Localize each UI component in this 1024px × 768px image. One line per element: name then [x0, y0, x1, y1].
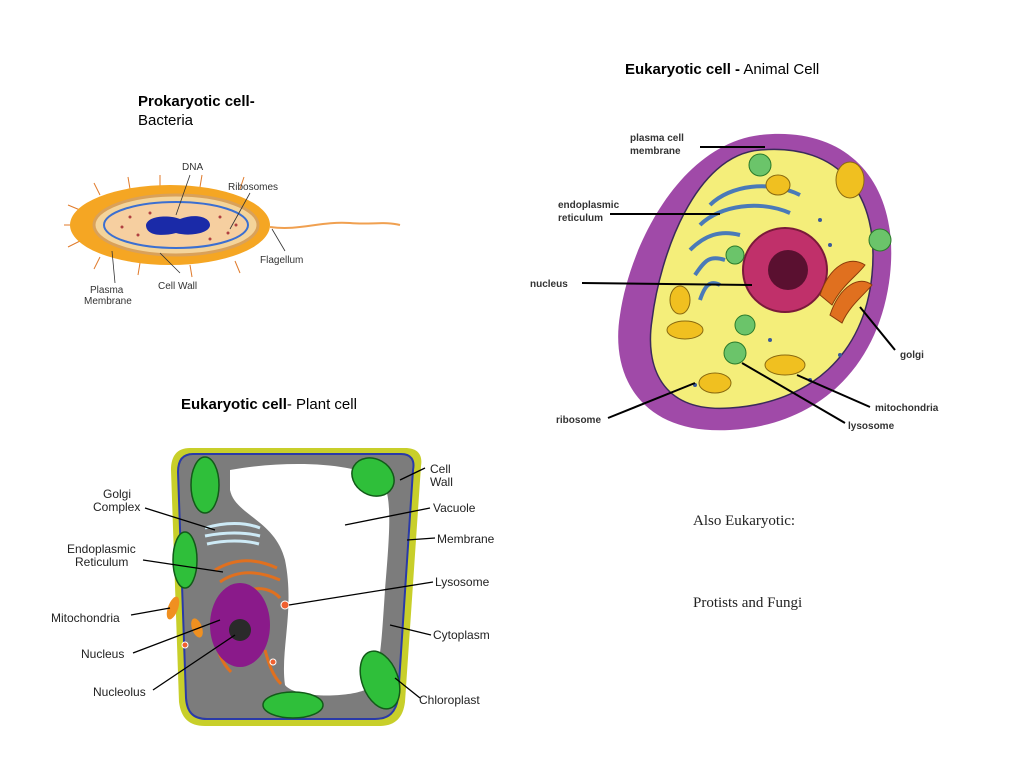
- label-plasma-membrane: membrane: [630, 146, 681, 157]
- plant-golgi: [204, 522, 261, 546]
- label-endoplasmic: Endoplasmic: [67, 542, 136, 556]
- label-cell-wall: Cell Wall: [158, 281, 197, 292]
- label-lysosome: lysosome: [848, 421, 895, 432]
- plant-vacuole: [230, 464, 390, 696]
- label-chloroplast: Chloroplast: [419, 693, 480, 707]
- plant-title: Eukaryotic cell- Plant cell: [181, 395, 357, 414]
- label-nucleus: nucleus: [530, 279, 568, 290]
- label-plasma: Plasma: [90, 285, 124, 296]
- prokaryote-title-rest: Bacteria: [138, 112, 194, 129]
- prokaryote-title: Prokaryotic cell- Bacteria: [138, 92, 255, 130]
- note-protists-fungi: Protists and Fungi: [693, 595, 803, 611]
- animal-title-rest: Animal Cell: [740, 61, 820, 78]
- label-wall: Wall: [430, 475, 453, 489]
- label-mitochondria: mitochondria: [875, 403, 939, 414]
- label-ribosomes: Ribosomes: [228, 182, 278, 193]
- label-membrane: Membrane: [84, 296, 132, 307]
- label-vacuole: Vacuole: [433, 501, 476, 515]
- animal-golgi: [819, 260, 873, 324]
- animal-lysosomes: [723, 153, 892, 365]
- animal-mitochondria: [666, 161, 865, 394]
- plant-title-rest: - Plant cell: [286, 396, 357, 413]
- label-cytoplasm: Cytoplasm: [433, 628, 490, 642]
- plant-cell-diagram: Cell Wall Vacuole Membrane Lysosome Cyto…: [51, 448, 495, 726]
- label-golgi: Golgi: [103, 487, 131, 501]
- bacteria-flagellum: [269, 221, 401, 229]
- label-flagellum: Flagellum: [260, 255, 303, 266]
- label-reticulum: Reticulum: [75, 555, 128, 569]
- label-golgi: golgi: [900, 350, 924, 361]
- label-complex: Complex: [93, 500, 140, 514]
- label-ribosome: ribosome: [556, 415, 601, 426]
- label-mitochondria: Mitochondria: [51, 611, 120, 625]
- label-nucleolus: Nucleolus: [93, 685, 146, 699]
- label-cell: Cell: [430, 462, 451, 476]
- plant-nucleolus: [229, 619, 251, 641]
- animal-title: Eukaryotic cell - Animal Cell: [625, 60, 819, 79]
- label-lysosome: Lysosome: [435, 575, 490, 589]
- prokaryote-title-bold: Prokaryotic cell-: [138, 93, 255, 110]
- plant-chloroplasts: [172, 456, 401, 719]
- label-endoplasmic: endoplasmic: [558, 200, 620, 211]
- label-dna: DNA: [182, 162, 203, 173]
- label-plasma-cell: plasma cell: [630, 133, 684, 144]
- plant-title-bold: Eukaryotic cell: [181, 396, 287, 413]
- label-reticulum: reticulum: [558, 213, 603, 224]
- note-also-eukaryotic: Also Eukaryotic:: [693, 513, 796, 529]
- bacteria-dna: [146, 216, 210, 235]
- bacteria-ribosomes: [120, 211, 238, 241]
- animal-title-bold: Eukaryotic cell -: [625, 61, 741, 78]
- plant-mitochondria: [166, 596, 203, 638]
- animal-cell-diagram: plasma cell membrane endoplasmic reticul…: [530, 133, 939, 432]
- bacteria-diagram: DNA Ribosomes Flagellum Cell Wall Plasma…: [64, 162, 401, 307]
- animal-nucleolus: [768, 250, 808, 290]
- label-membrane: Membrane: [437, 532, 495, 546]
- label-nucleus: Nucleus: [81, 647, 124, 661]
